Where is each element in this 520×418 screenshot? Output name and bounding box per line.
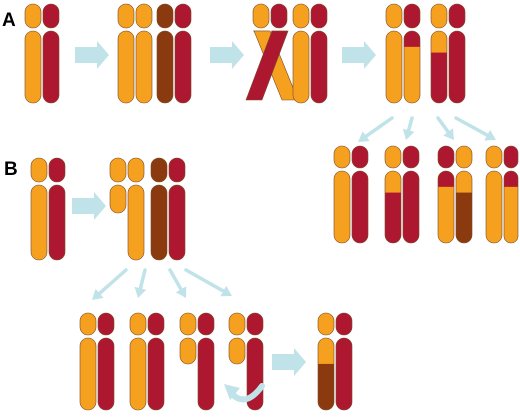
gb5-red [335, 312, 353, 411]
panel-label-b: B [4, 159, 18, 180]
gb5-orange-brown [317, 312, 335, 411]
a3-crossing-arms [245, 30, 299, 101]
ga3-orange-brown [455, 145, 473, 244]
ga1-red [351, 145, 369, 244]
b2-brown [150, 157, 168, 261]
b1-orange [30, 157, 48, 261]
chromosome-layer [24, 3, 519, 411]
gb2-orange [129, 312, 147, 411]
repair-curved-arrow [224, 383, 265, 403]
a3-red-2 [310, 3, 328, 104]
gb3-orange-broken [179, 312, 197, 365]
arrow-a3 [342, 41, 376, 69]
a3-red-top [270, 3, 288, 32]
a1-red [42, 3, 60, 104]
a2-red [174, 3, 192, 104]
gb2-red [147, 312, 165, 411]
a2-orange-1 [117, 3, 135, 104]
gb1-red [97, 312, 115, 411]
arrow-b-out-3 [168, 268, 187, 298]
a2-brown [156, 3, 174, 104]
arrow-a-gamete-4 [454, 116, 496, 141]
a1-orange [24, 3, 42, 104]
ga2-orange-red [384, 145, 402, 244]
ga3-red-orange [437, 145, 455, 244]
a4-orange-red [430, 3, 448, 104]
arrow-b1 [72, 192, 106, 220]
a3-orange [252, 3, 270, 32]
a2-orange-2 [135, 3, 153, 104]
gb1-orange [79, 312, 97, 411]
arrow-a-gamete-3 [436, 116, 454, 140]
arrow-a1 [75, 41, 109, 69]
arrow-layer [72, 41, 496, 403]
a3-orange-2 [292, 3, 310, 104]
ga2-red [402, 145, 420, 244]
gb4-orange-broken [228, 312, 246, 365]
ga4-red-orange [503, 145, 519, 244]
a4-red-orange [403, 3, 421, 104]
arrow-a2 [210, 41, 244, 69]
arrow-a-gamete-2 [402, 116, 415, 140]
b1-red [48, 157, 66, 261]
b2-orange-broken [109, 157, 127, 214]
a4-red [448, 3, 466, 104]
ga4-orange [485, 145, 503, 244]
arrow-a-gamete-1 [358, 116, 394, 142]
b2-orange [127, 157, 145, 261]
gb3-red [197, 312, 215, 411]
arrow-b2 [272, 348, 306, 376]
arrow-b-out-1 [92, 268, 128, 300]
a4-orange [385, 3, 403, 104]
ga1-orange [333, 145, 351, 244]
b2-red [168, 157, 186, 261]
arrow-b-out-2 [134, 268, 147, 298]
arrow-b-out-4 [184, 268, 232, 297]
panel-label-a: A [2, 10, 16, 31]
